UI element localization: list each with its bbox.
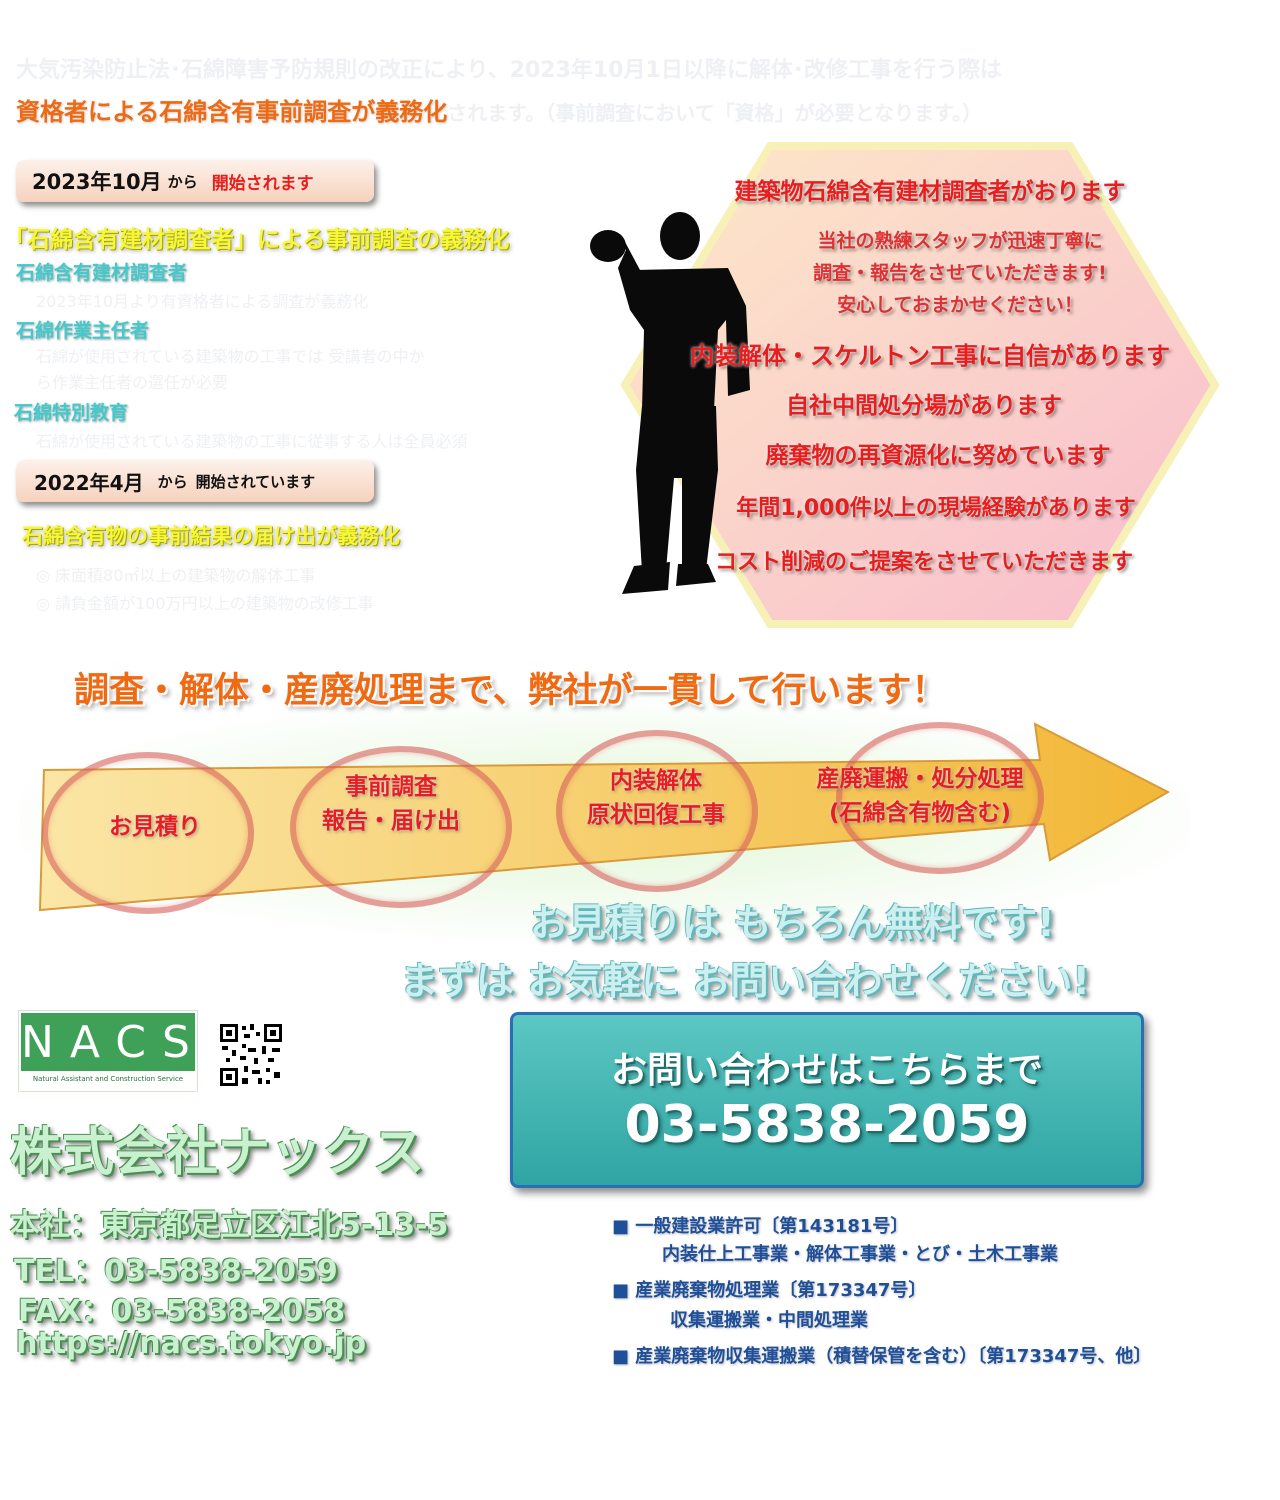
company-address: 本社：東京都足立区江北5-13-5 xyxy=(10,1208,449,1243)
flow-step-ring-3 xyxy=(836,722,1044,874)
badge-2023-kara: から xyxy=(167,172,198,191)
badge-2023-start: 開始されます xyxy=(211,173,314,194)
intro-highlight: 資格者による石綿含有事前調査が義務化 xyxy=(16,98,448,126)
license-0-detail: 内装仕上工事業・解体工事業・とび・土木工事業 xyxy=(662,1244,1058,1265)
hex-point-1: 自社中間処分場があります xyxy=(786,393,1062,419)
item-2022-0: ◎ 床面積80㎡以上の建築物の解体工事 xyxy=(36,566,316,585)
flow-step-ring-1 xyxy=(290,746,512,908)
flow-step-3: 産廃運搬・処分処理 (石綿含有物含む) xyxy=(770,762,1070,830)
flow-step-1-line2: 報告・届け出 xyxy=(322,808,460,834)
license-0-title: ■ 一般建設業許可〔第143181号〕 xyxy=(612,1216,909,1237)
license-1-detail: 収集運搬業・中間処理業 xyxy=(670,1310,868,1331)
hex-point-2: 廃棄物の再資源化に努めています xyxy=(765,443,1111,469)
intro-rest: されます。（事前調査において「資格」が必要となります。） xyxy=(447,101,983,125)
qr-code-icon xyxy=(218,1022,284,1088)
badge-2023: 2023年10月 から 開始されます xyxy=(16,160,374,202)
contact-label: お問い合わせはこちらまで xyxy=(610,1050,1043,1091)
badge-2022-kara: から xyxy=(157,472,188,491)
flow-step-2-line2: 原状回復工事 xyxy=(587,802,725,828)
badge-2023-date: 2023年10月 xyxy=(32,170,162,194)
flow-step-ring-2 xyxy=(556,730,758,892)
item-2022-1: ◎ 請負金額が100万円以上の建築物の改修工事 xyxy=(36,594,374,613)
nacs-logo-text: NACS xyxy=(21,1017,206,1068)
hex-point-3: 年間1,000件以上の現場経験があります xyxy=(736,496,1136,521)
item-2023-1-title: 石綿作業主任者 xyxy=(16,320,150,342)
intro-line2: 資格者による石綿含有事前調査が義務化されます。（事前調査において「資格」が必要と… xyxy=(16,92,982,127)
contact-phone[interactable]: 03-5838-2059 xyxy=(624,1095,1030,1155)
worker-silhouette-icon xyxy=(590,212,750,594)
hex-sub2: 調査・報告をさせていただきます! xyxy=(813,262,1107,284)
intro-line1: 大気汚染防止法･石綿障害予防規則の改正により、2023年10月1日以降に解体･改… xyxy=(16,58,1002,83)
hex-point-0: 内装解体・スケルトン工事に自信があります xyxy=(690,342,1170,370)
hex-sub3: 安心しておまかせください！ xyxy=(837,294,1083,316)
item-2023-2-title: 石綿特別教育 xyxy=(14,402,129,424)
license-1-title: ■ 産業廃棄物処理業〔第173347号〕 xyxy=(612,1280,927,1301)
hex-sub1: 当社の熟練スタッフが迅速丁寧に xyxy=(817,230,1103,252)
company-name: 株式会社ナックス xyxy=(10,1123,425,1183)
item-2023-0-title: 石綿含有建材調査者 xyxy=(16,262,188,284)
nacs-logo-sub: Natural Assistant and Construction Servi… xyxy=(32,1075,184,1083)
item-2023-2-desc: 石綿が使用されている建築物の工事に従事する人は全員必須 xyxy=(36,432,468,451)
flow-step-1: 事前調査 報告・届け出 xyxy=(296,770,486,838)
nacs-logo-band xyxy=(21,1013,195,1071)
item-2022-1-text: 請負金額が100万円以上の建築物の改修工事 xyxy=(55,594,374,613)
hex-title: 建築物石綿含有建材調査者がおります xyxy=(734,179,1126,205)
section-2023-heading: 「石綿含有建材調査者」による事前調査の義務化 xyxy=(4,227,510,253)
cta-line1: お見積りは もちろん無料です! xyxy=(530,901,1055,945)
company-tel: TEL：03-5838-2059 xyxy=(14,1254,338,1289)
section-2022-heading: 石綿含有物の事前結果の届け出が義務化 xyxy=(22,524,400,548)
badge-2022-date: 2022年4月 xyxy=(34,470,144,495)
flow-step-2-line1: 内装解体 xyxy=(610,768,702,794)
flow-step-2: 内装解体 原状回復工事 xyxy=(556,764,756,832)
item-2022-0-text: 床面積80㎡以上の建築物の解体工事 xyxy=(55,566,316,585)
flow-step-ring-0 xyxy=(42,752,254,914)
contact-box[interactable]: お問い合わせはこちらまで 03-5838-2059 xyxy=(510,1012,1144,1188)
cta-line2: まずは お気軽に お問い合わせください! xyxy=(400,959,1090,1003)
company-fax: FAX：03-5838-2058 xyxy=(18,1294,346,1329)
badge-2022-start: 開始されています xyxy=(195,472,316,491)
item-2023-1-desc: 石綿が使用されている建築物の工事では 受講者の中から作業主任者の選任が必要 xyxy=(36,347,425,392)
hex-point-4: コスト削減のご提案をさせていただきます xyxy=(714,550,1133,575)
flow-step-3-line2: (石綿含有物含む) xyxy=(828,800,1012,826)
flow-step-1-line1: 事前調査 xyxy=(345,774,437,800)
flow-step-3-line1: 産廃運搬・処分処理 xyxy=(816,766,1024,792)
flow-heading: 調査・解体・産廃処理まで、弊社が一貫して行います！ xyxy=(74,671,947,711)
nacs-logo: NACS Natural Assistant and Construction … xyxy=(18,1010,198,1092)
license-2-title: ■ 産業廃棄物収集運搬業（積替保管を含む）〔第173347号、他〕 xyxy=(612,1346,1152,1367)
flow-step-0-line1: お見積り xyxy=(109,814,201,840)
company-url[interactable]: https://nacs.tokyo.jp xyxy=(16,1326,367,1361)
badge-2022: 2022年4月 から 開始されています xyxy=(16,460,374,502)
item-2023-0-desc: 2023年10月より有資格者による調査が義務化 xyxy=(36,292,369,311)
flow-step-0: お見積り xyxy=(70,810,240,844)
hexagon-panel xyxy=(620,142,1220,628)
